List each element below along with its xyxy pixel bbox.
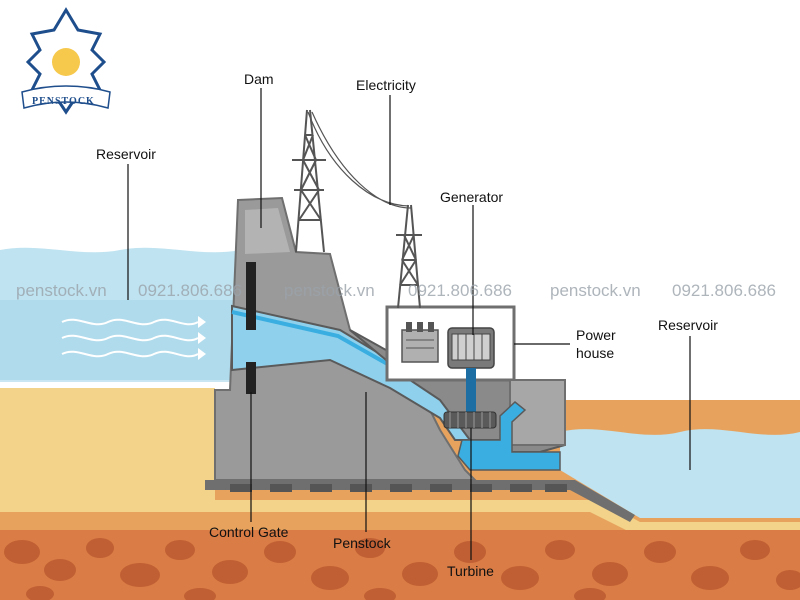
water-flow-arrowheads (198, 316, 206, 360)
watermark-phone-1: 0921.806.686 (138, 281, 242, 300)
reservoir-right (560, 429, 800, 518)
label-dam: Dam (244, 71, 274, 87)
watermark-site-3: penstock.vn (550, 281, 641, 300)
penstock-logo: PENSTOCK (21, 7, 111, 115)
transmission-towers (292, 109, 422, 309)
sand-layer (0, 388, 800, 532)
watermark-phone-3: 0921.806.686 (672, 281, 776, 300)
label-reservoir-left: Reservoir (96, 146, 156, 162)
logo-text: PENSTOCK (32, 96, 95, 107)
watermark: penstock.vn 0921.806.686 penstock.vn 092… (16, 281, 776, 300)
reservoir-right-water (560, 429, 800, 518)
turbine (443, 411, 497, 429)
water-flow-arrows (61, 318, 199, 358)
rocks (4, 538, 800, 600)
power-house (349, 305, 566, 471)
bedrock-layer (0, 530, 800, 600)
dam-shade (245, 208, 290, 254)
label-control-gate: Control Gate (209, 524, 289, 540)
label-penstock: Penstock (333, 535, 392, 551)
foundation-teeth (230, 484, 567, 492)
outflow-channel (457, 401, 561, 471)
control-gate-upper (246, 262, 256, 330)
labels: Dam Electricity Reservoir Generator Powe… (96, 71, 718, 579)
label-turbine: Turbine (447, 563, 494, 579)
watermark-phone-2: 0921.806.686 (408, 281, 512, 300)
transformer (401, 322, 439, 363)
label-power-house-line1: Power (576, 327, 616, 343)
watermark-site-2: penstock.vn (284, 281, 375, 300)
reservoir-left (0, 247, 240, 382)
logo-ribbon (21, 85, 111, 109)
leader-lines (127, 88, 691, 560)
label-power-house-line2: house (576, 345, 614, 361)
label-electricity: Electricity (356, 77, 416, 93)
turbine-shaft (466, 368, 476, 412)
reservoir-left-deep (0, 300, 240, 382)
power-lines (307, 111, 412, 209)
tower-small (396, 204, 422, 309)
logo-sun (52, 48, 80, 76)
label-reservoir-right: Reservoir (658, 317, 718, 333)
tower-large (292, 109, 326, 253)
generator (447, 327, 495, 369)
label-generator: Generator (440, 189, 503, 205)
control-gate-lower (246, 362, 256, 394)
watermark-site-1: penstock.vn (16, 281, 107, 300)
